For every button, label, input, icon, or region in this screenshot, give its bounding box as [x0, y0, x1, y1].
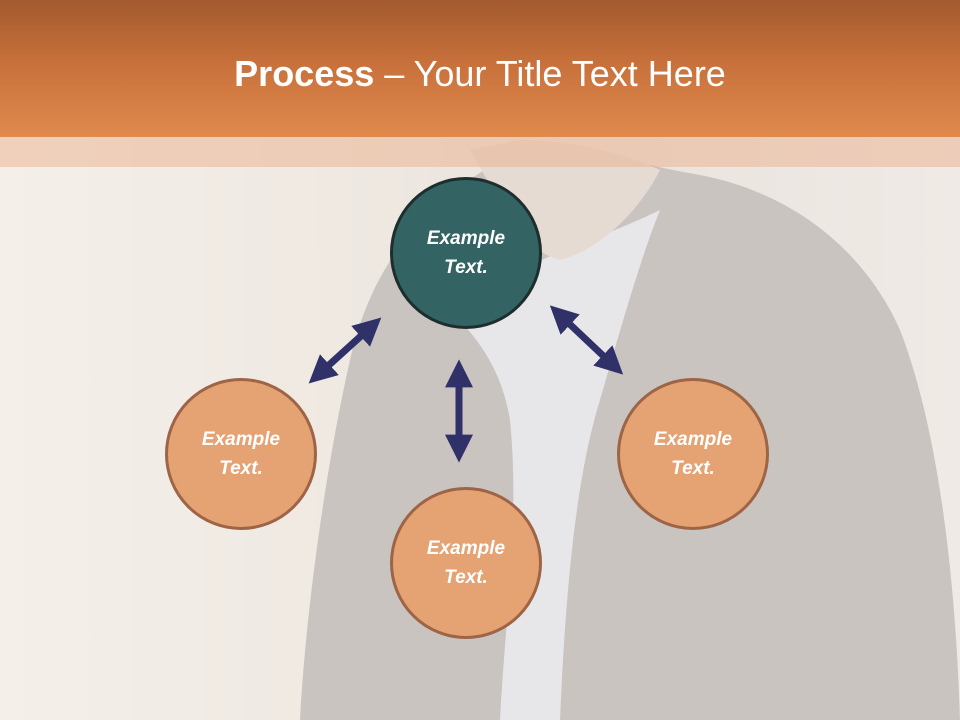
title-separator: – [374, 53, 414, 94]
node-center-label: Example Text. [426, 228, 506, 278]
arrow-center-right [549, 305, 624, 375]
node-right-label: Example Text. [653, 429, 733, 479]
header-bar [0, 0, 960, 137]
slide-title: Process – Your Title Text Here [0, 52, 960, 96]
process-node-right: Example Text. [617, 378, 769, 530]
header-band [0, 137, 960, 167]
process-node-left: Example Text. [165, 378, 317, 530]
title-rest: Your Title Text Here [413, 53, 726, 94]
process-node-bottom: Example Text. [390, 487, 542, 639]
process-node-center: Example Text. [390, 177, 542, 329]
title-strong: Process [234, 53, 375, 94]
node-bottom-label: Example Text. [426, 538, 506, 588]
arrow-center-left [308, 317, 382, 384]
node-left-label: Example Text. [201, 429, 281, 479]
